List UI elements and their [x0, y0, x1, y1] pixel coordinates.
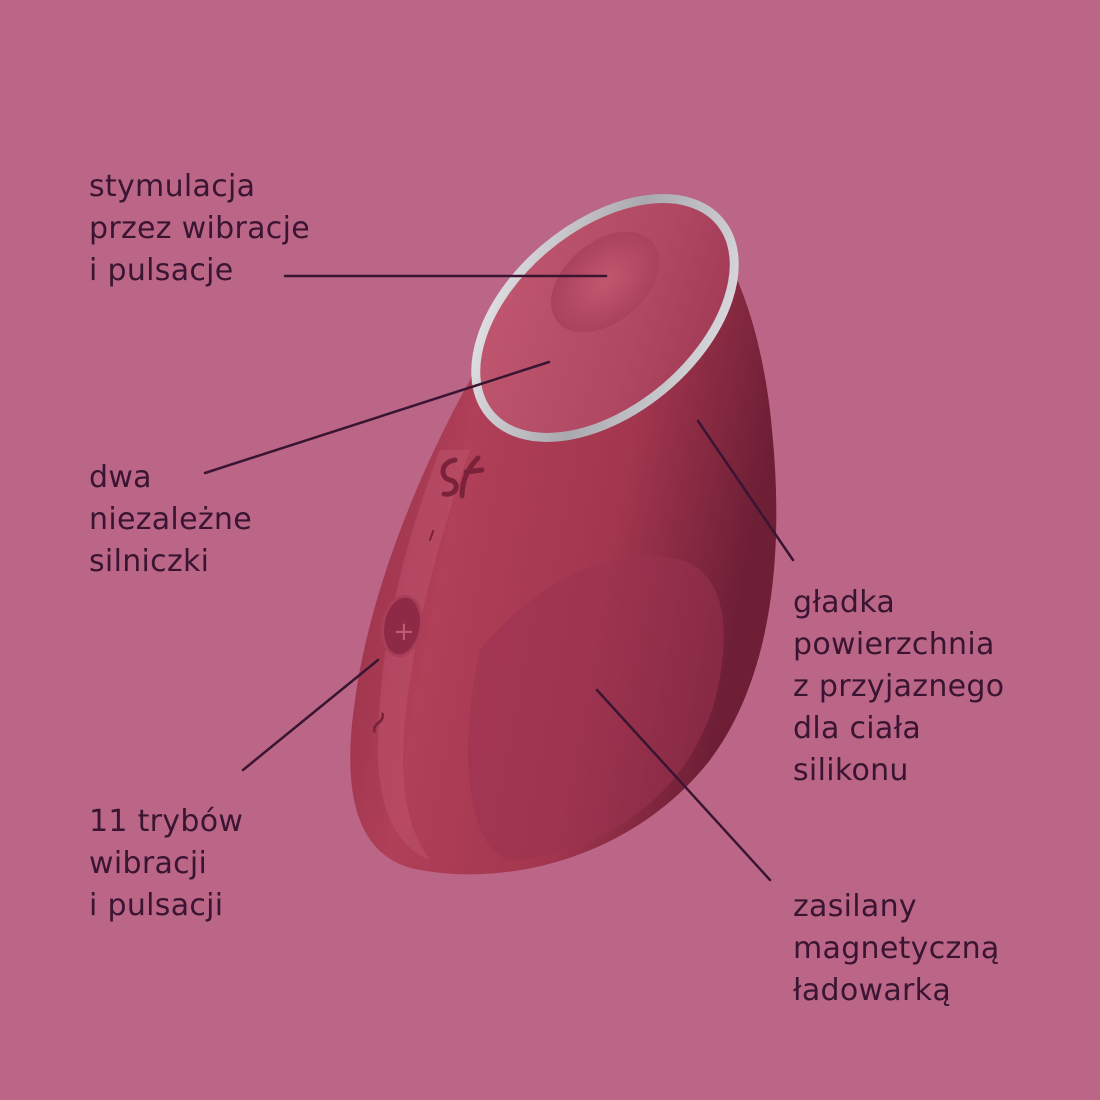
device-grip-shade — [468, 556, 724, 861]
callout-surface-line-1: gładka — [793, 585, 896, 620]
callout-line-motors — [203, 360, 551, 475]
callout-charging: zasilany magnetyczną ładowarką — [793, 886, 1000, 1012]
callout-stimulation-line-3: i pulsacje — [89, 253, 234, 288]
device-side-highlight — [377, 450, 470, 860]
callout-motors-line-1: dwa — [89, 460, 152, 495]
callout-charging-line-2: magnetyczną — [793, 931, 1000, 966]
chrome-ring — [471, 194, 739, 442]
callout-motors: dwa niezależne silniczki — [89, 457, 252, 583]
stimulation-bump — [550, 231, 660, 333]
callout-motors-line-2: niezależne — [89, 502, 252, 537]
callout-modes-line-3: i pulsacji — [89, 888, 224, 923]
satisfyer-logo-icon — [440, 455, 485, 499]
callout-stimulation-line-2: przez wibracje — [89, 211, 310, 246]
plus-button[interactable] — [378, 593, 426, 659]
callout-surface-line-2: powierzchnia — [793, 627, 995, 662]
callout-modes-line-1: 11 trybów — [89, 804, 244, 839]
callout-modes-line-2: wibracji — [89, 846, 208, 881]
callout-surface-line-4: dla ciała — [793, 711, 922, 746]
callout-charging-line-1: zasilany — [793, 889, 917, 924]
callout-line-modes — [241, 658, 380, 772]
plus-symbol: + — [393, 617, 415, 647]
callout-line-charging — [595, 688, 772, 882]
callout-surface-line-5: silikonu — [793, 753, 909, 788]
callout-modes: 11 trybów wibracji i pulsacji — [89, 801, 243, 927]
callout-motors-line-3: silniczki — [89, 544, 210, 579]
callout-charging-line-3: ładowarką — [793, 973, 952, 1008]
callout-stimulation: stymulacja przez wibracje i pulsacje — [89, 166, 310, 292]
callout-line-surface — [696, 419, 795, 562]
callout-surface: gładka powierzchnia z przyjaznego dla ci… — [793, 582, 1004, 792]
callout-stimulation-line-1: stymulacja — [89, 169, 256, 204]
callout-surface-line-3: z przyjaznego — [793, 669, 1005, 704]
